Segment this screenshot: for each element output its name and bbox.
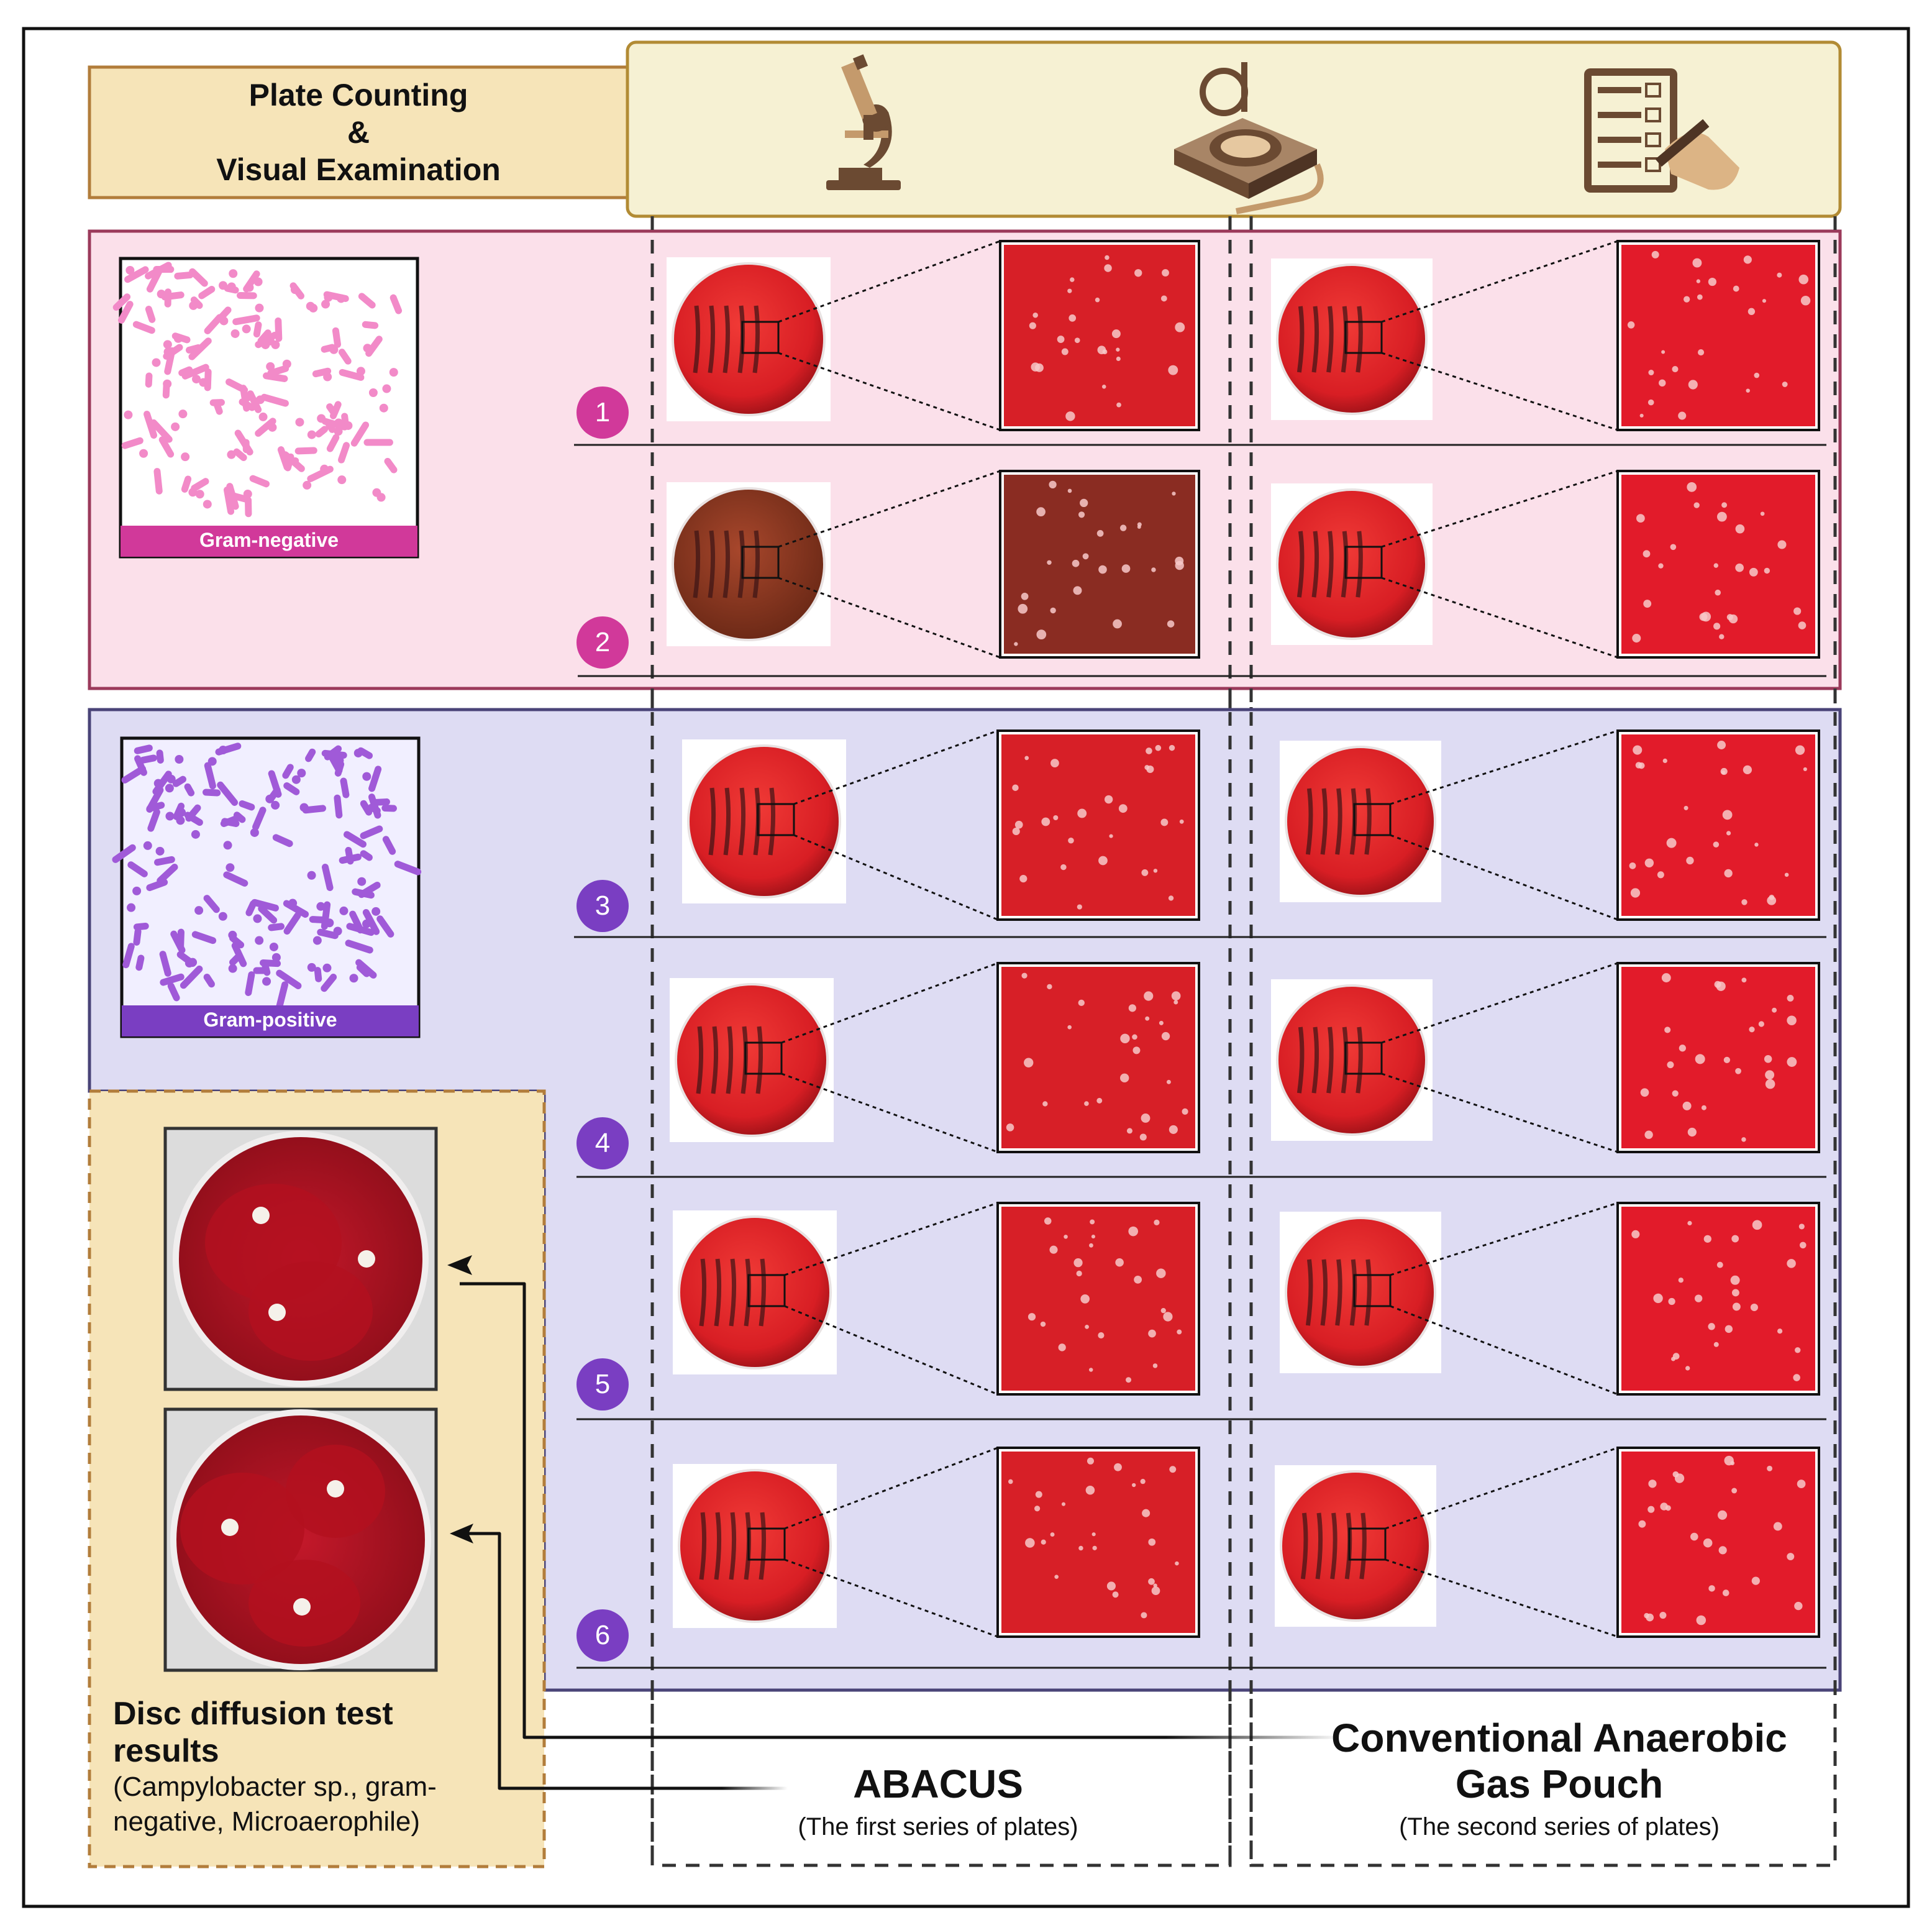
colony-counter-icon xyxy=(1174,62,1324,214)
arrow-to-disc-photo-1 xyxy=(447,1255,1342,1739)
zoom-pouch-row-4 xyxy=(1381,962,1820,1153)
plate-abacus-row-2 xyxy=(667,482,831,646)
zoom-pouch-row-3 xyxy=(1390,729,1820,921)
disc-subtitle-line-1: (Campylobacter sp., gram- xyxy=(113,1772,437,1802)
title-line-1: Plate Counting xyxy=(248,78,468,112)
disc-plate-photo-1 xyxy=(163,1127,438,1391)
gram-positive-micrograph xyxy=(112,736,422,1038)
plate-pouch-row-3 xyxy=(1280,741,1441,902)
zoom-pouch-row-5 xyxy=(1390,1202,1820,1396)
plate-pouch-row-6 xyxy=(1275,1465,1436,1627)
zoom-pouch-row-2 xyxy=(1381,470,1820,659)
disc-diffusion-caption: Disc diffusion test results (Campylobact… xyxy=(113,1695,548,1839)
zoom-pouch-row-1 xyxy=(1381,240,1820,431)
row-number-1: 1 xyxy=(595,397,611,428)
pouch-column-label: Conventional Anaerobic Gas Pouch (The se… xyxy=(1292,1715,1826,1843)
pouch-name-line-1: Conventional Anaerobic xyxy=(1331,1716,1787,1760)
gram-negative-micrograph xyxy=(112,257,419,559)
arrow-to-disc-photo-2 xyxy=(450,1524,788,1790)
page-title: Plate Counting & Visual Examination xyxy=(89,67,627,198)
zoom-abacus-row-3 xyxy=(793,729,1200,921)
zoom-abacus-row-2 xyxy=(778,470,1200,659)
plate-pouch-row-2 xyxy=(1271,483,1433,645)
plate-pouch-row-1 xyxy=(1271,258,1433,420)
abacus-name: ABACUS xyxy=(853,1762,1023,1806)
header-title-box xyxy=(88,65,629,199)
abacus-subtitle: (The first series of plates) xyxy=(798,1813,1078,1840)
gram-negative-label: Gram-negative xyxy=(199,529,339,551)
plate-abacus-row-4 xyxy=(670,978,834,1142)
zoom-abacus-row-4 xyxy=(781,962,1200,1153)
row-number-4: 4 xyxy=(595,1128,611,1158)
plate-abacus-row-1 xyxy=(667,257,831,421)
title-line-3: Visual Examination xyxy=(216,152,501,187)
zoom-pouch-row-6 xyxy=(1385,1447,1820,1638)
row-number-6: 6 xyxy=(595,1620,611,1650)
row-number-3: 3 xyxy=(595,890,611,921)
zoom-abacus-row-5 xyxy=(784,1202,1200,1396)
pouch-name-line-2: Gas Pouch xyxy=(1455,1762,1664,1806)
zoom-abacus-row-1 xyxy=(778,240,1200,431)
plate-abacus-row-5 xyxy=(673,1210,837,1374)
plate-abacus-row-6 xyxy=(673,1464,837,1628)
plate-pouch-row-5 xyxy=(1280,1212,1441,1373)
row-number-5: 5 xyxy=(595,1369,611,1399)
disc-subtitle-line-2: negative, Microaerophile) xyxy=(113,1806,421,1837)
row-number-2: 2 xyxy=(595,627,611,657)
plate-abacus-row-3 xyxy=(682,739,846,903)
zoom-abacus-row-6 xyxy=(784,1447,1200,1638)
disc-title-line-1: Disc diffusion test xyxy=(113,1696,393,1732)
disc-plate-photo-2 xyxy=(163,1407,438,1672)
gram-positive-label: Gram-positive xyxy=(203,1008,337,1031)
microscope-icon xyxy=(826,54,901,190)
title-line-2: & xyxy=(347,115,370,150)
outer-frame xyxy=(22,27,1910,1908)
pouch-subtitle: (The second series of plates) xyxy=(1399,1813,1720,1840)
abacus-column-label: ABACUS (The first series of plates) xyxy=(714,1761,1162,1843)
checklist-icon xyxy=(1584,68,1739,193)
plate-pouch-row-4 xyxy=(1271,979,1433,1141)
row-separators xyxy=(574,444,1826,1669)
disc-title-line-2: results xyxy=(113,1733,219,1769)
row-number-badges xyxy=(576,386,629,1662)
